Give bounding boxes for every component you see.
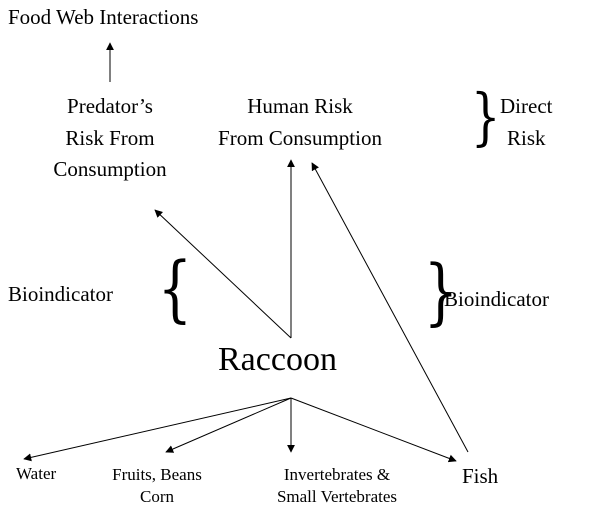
invertebrates-line-2: Small Vertebrates — [276, 487, 398, 507]
arrow-raccoon-to-fish — [290, 397, 457, 463]
predator-risk-label: Predator’s Risk From Consumption — [30, 91, 190, 186]
fruits-line-1: Fruits, Beans — [112, 465, 202, 484]
predator-risk-line-3: Consumption — [53, 157, 167, 181]
fish-label: Fish — [462, 464, 499, 488]
arrow-raccoon-to-fruits — [165, 397, 292, 453]
bioindicator-right-label: Bioindicator — [444, 287, 549, 311]
fruits-line-2: Corn — [140, 487, 174, 507]
arrow-raccoon-to-predator — [154, 209, 292, 339]
human-risk-label: Human Risk From Consumption — [190, 91, 410, 154]
invertebrates-line-1: Invertebrates & — [283, 465, 391, 484]
bioindicator-right-brace: } — [423, 249, 459, 333]
arrow-raccoon-to-water — [23, 397, 292, 462]
direct-risk-brace: } — [470, 80, 501, 153]
water-label: Water — [16, 464, 57, 483]
arrow-fish-to-human — [311, 162, 469, 453]
fruits-beans-corn-label: Fruits, Beans Corn — [92, 464, 222, 508]
human-risk-line-1: Human Risk — [247, 94, 353, 118]
predator-risk-line-2: Risk From — [65, 125, 155, 150]
predator-risk-line-1: Predator’s — [67, 94, 153, 118]
bioindicator-left-brace: { — [157, 246, 193, 330]
food-web-interactions-label: Food Web Interactions — [8, 5, 199, 29]
bioindicator-left-label: Bioindicator — [8, 282, 113, 306]
direct-risk-label: Direct Risk — [500, 91, 552, 154]
invertebrates-label: Invertebrates & Small Vertebrates — [248, 464, 426, 508]
direct-risk-line-2: Risk — [506, 125, 546, 150]
direct-risk-line-1: Direct — [500, 94, 553, 118]
raccoon-node-label: Raccoon — [218, 341, 337, 378]
human-risk-line-2: From Consumption — [218, 125, 382, 150]
